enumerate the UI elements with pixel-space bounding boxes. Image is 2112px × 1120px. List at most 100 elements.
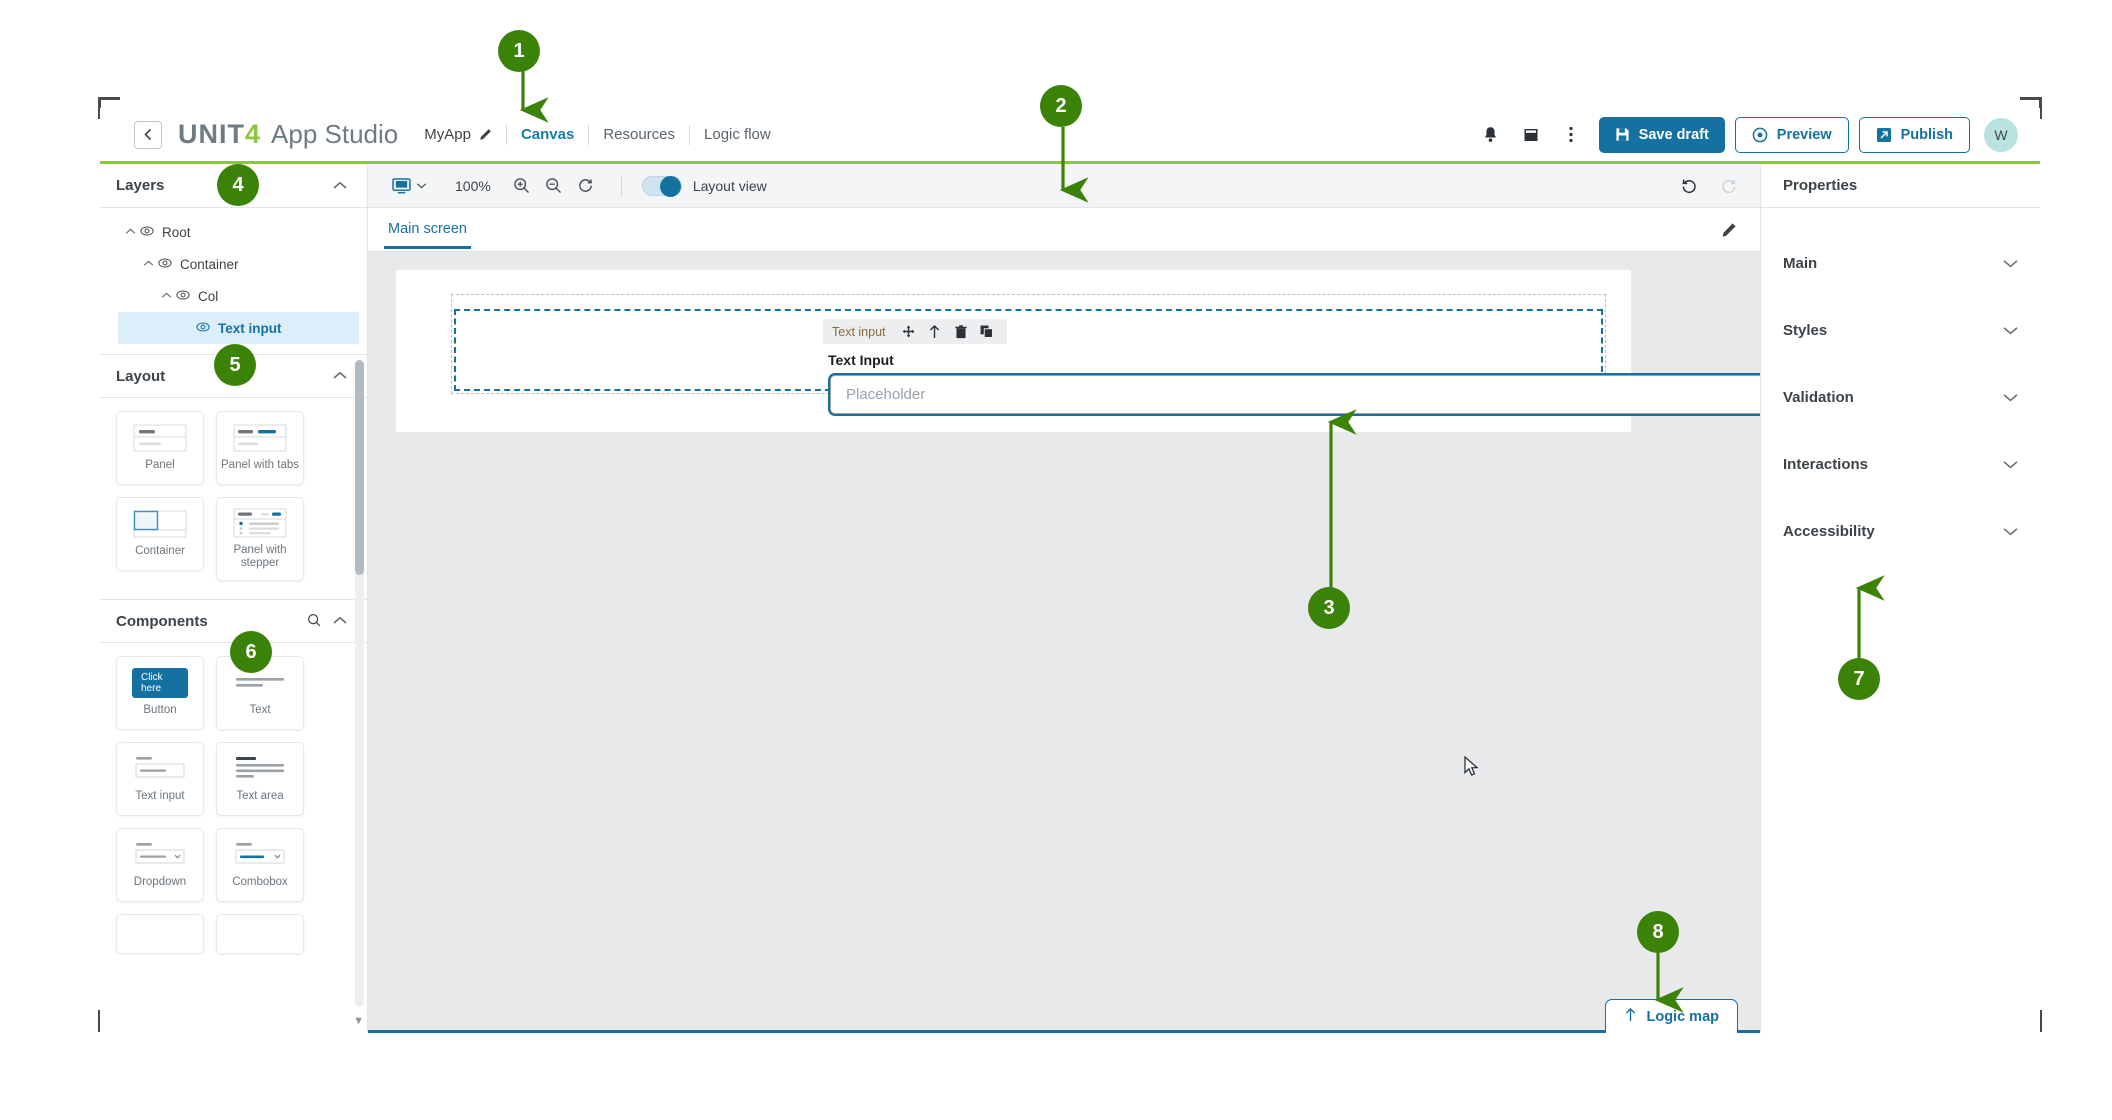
layout-tile-panel-with-stepper[interactable]: Panel with stepper <box>216 497 304 581</box>
combobox-art-icon <box>232 840 288 870</box>
edit-screen-button[interactable] <box>1714 215 1744 245</box>
visibility-eye-icon[interactable] <box>156 257 174 271</box>
canvas-toolbar: 100% Layout view <box>368 164 1760 208</box>
refresh-icon <box>579 179 593 192</box>
layout-tile-panel-with-tabs[interactable]: Panel with tabs <box>216 411 304 485</box>
undo-button[interactable] <box>1674 171 1704 201</box>
divider <box>588 124 590 145</box>
component-tile-label: Combobox <box>232 876 288 889</box>
move-icon[interactable] <box>898 321 920 343</box>
layout-collapse-toggle[interactable] <box>329 365 351 387</box>
component-tile-text-input[interactable]: Text input <box>116 742 204 816</box>
element-floating-toolbar[interactable]: Text input <box>823 319 1007 344</box>
layer-label: Container <box>180 256 239 272</box>
visibility-eye-icon[interactable] <box>138 225 156 239</box>
brand-suffix-text: App Studio <box>271 119 399 149</box>
left-panel-scrollbar-thumb[interactable] <box>355 360 364 575</box>
layer-row-text-input[interactable]: Text input <box>118 312 359 344</box>
components-search-button[interactable] <box>299 609 329 634</box>
back-button[interactable] <box>134 120 162 149</box>
layout-view-toggle[interactable]: Layout view <box>641 175 767 197</box>
zoom-out-icon <box>546 178 562 193</box>
annotation-marker-1: 1 <box>498 30 540 72</box>
component-tiles: Click here Button Text <box>100 643 367 962</box>
scroll-down-arrow-icon[interactable]: ▼ <box>353 1015 364 1027</box>
zoom-in-button[interactable] <box>507 171 537 201</box>
toggle-track[interactable] <box>641 175 682 197</box>
layer-row-col[interactable]: Col <box>100 280 367 312</box>
annotation-marker-number: 7 <box>1853 667 1865 690</box>
chevron-down-icon[interactable] <box>2003 322 2018 339</box>
avatar[interactable]: W <box>1984 117 2018 152</box>
annotation-marker-7: 7 <box>1838 658 1880 700</box>
properties-row-validation[interactable]: Validation <box>1761 364 2040 431</box>
component-tile-partial-left[interactable] <box>116 914 204 954</box>
visibility-eye-icon[interactable] <box>174 289 192 303</box>
chevron-down-icon[interactable] <box>2003 523 2018 540</box>
mouse-cursor <box>1464 755 1479 777</box>
layer-row-container[interactable]: Container <box>100 248 367 280</box>
component-tile-button[interactable]: Click here Button <box>116 656 204 730</box>
component-tile-text-area[interactable]: Text area <box>216 742 304 816</box>
chevron-down-icon <box>416 183 427 189</box>
eye-icon <box>176 290 190 300</box>
panel-stepper-art-icon <box>232 508 288 538</box>
logic-map-tab[interactable]: Logic map <box>1605 999 1738 1033</box>
canvas-bottom-rule <box>368 1030 1760 1033</box>
nav-resources[interactable]: Resources <box>603 126 676 143</box>
duplicate-icon[interactable] <box>976 321 998 343</box>
pencil-icon[interactable] <box>479 128 492 141</box>
tab-main-screen[interactable]: Main screen <box>384 210 471 249</box>
help-book-icon <box>1524 128 1538 141</box>
chevron-down-icon[interactable] <box>2003 389 2018 406</box>
visibility-eye-icon[interactable] <box>194 321 212 335</box>
device-selector[interactable] <box>384 173 435 199</box>
preview-button[interactable]: Preview <box>1734 116 1849 153</box>
layers-collapse-toggle[interactable] <box>329 175 351 197</box>
help-book-button[interactable] <box>1511 115 1551 155</box>
component-tile-dropdown[interactable]: Dropdown <box>116 828 204 902</box>
component-tile-combobox[interactable]: Combobox <box>216 828 304 902</box>
text-input-field[interactable]: Placeholder <box>830 375 1760 414</box>
caret-icon[interactable] <box>140 259 156 270</box>
more-options-button[interactable] <box>1551 115 1591 155</box>
preview-label: Preview <box>1776 126 1832 143</box>
notification-bell-icon <box>1485 127 1497 142</box>
component-tile-partial-right[interactable] <box>216 914 304 954</box>
layout-tile-panel[interactable]: Panel <box>116 411 204 485</box>
chevron-down-icon[interactable] <box>2003 255 2018 272</box>
nav-canvas[interactable]: Canvas <box>520 126 575 143</box>
move-up-icon[interactable] <box>924 321 946 343</box>
publish-button[interactable]: Publish <box>1858 116 1970 153</box>
notifications-button[interactable] <box>1471 115 1511 155</box>
layout-tiles: Panel Panel with tabs Cont <box>100 398 367 589</box>
layers-tree: Root Container <box>100 208 367 354</box>
properties-row-accessibility[interactable]: Accessibility <box>1761 498 2040 565</box>
caret-icon[interactable] <box>122 227 138 238</box>
divider <box>505 124 507 145</box>
save-draft-button[interactable]: Save draft <box>1598 116 1725 153</box>
redo-button[interactable] <box>1714 171 1744 201</box>
properties-row-main[interactable]: Main <box>1761 230 2040 297</box>
text-art-icon <box>232 668 288 698</box>
zoom-out-button[interactable] <box>539 171 569 201</box>
caret-icon[interactable] <box>158 291 174 302</box>
properties-row-interactions[interactable]: Interactions <box>1761 431 2040 498</box>
layer-row-root[interactable]: Root <box>100 216 367 248</box>
annotation-marker-number: 4 <box>232 173 244 196</box>
left-panel-scrollbar-track[interactable] <box>355 360 364 1007</box>
layout-tile-container[interactable]: Container <box>116 497 204 571</box>
properties-row-styles[interactable]: Styles <box>1761 297 2040 364</box>
components-collapse-toggle[interactable] <box>329 610 351 632</box>
app-name[interactable]: MyApp <box>424 126 492 143</box>
delete-trash-icon[interactable] <box>950 321 972 343</box>
chevron-down-icon[interactable] <box>2003 456 2018 473</box>
frame-corner-top-left <box>98 97 120 119</box>
chevron-up-icon <box>125 228 135 234</box>
canvas-scroll-region[interactable]: Text input Tex <box>368 252 1760 1033</box>
reset-zoom-button[interactable] <box>571 171 601 201</box>
layer-label: Root <box>162 224 191 240</box>
nav-logic-flow[interactable]: Logic flow <box>704 126 771 143</box>
